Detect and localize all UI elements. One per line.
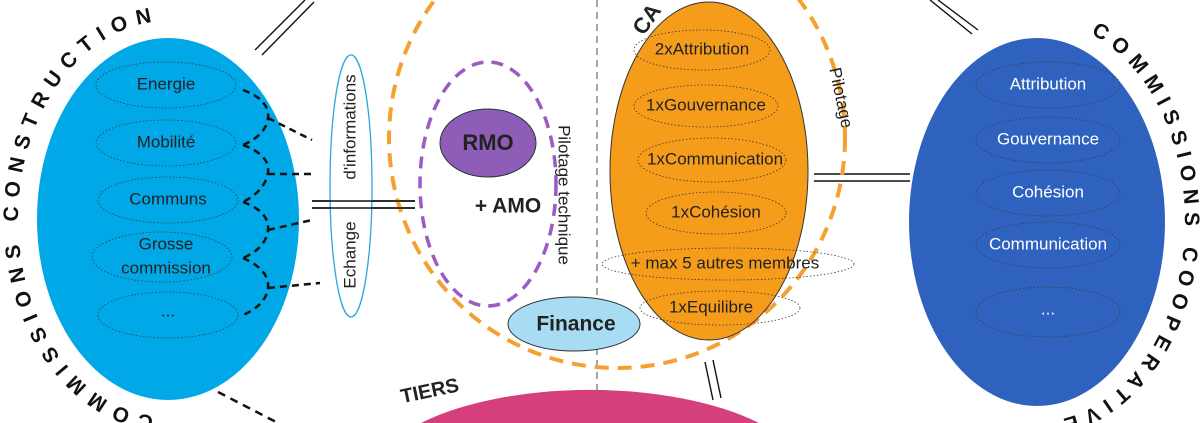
construction-item-commission[interactable]: commission [121,258,211,277]
construction-item-more[interactable]: ... [161,301,175,320]
construction-item-energie[interactable]: Energie [137,74,196,93]
cooperative-item-more[interactable]: ... [1041,299,1055,318]
finance-label: Finance [536,313,615,336]
cooperative-item-attribution[interactable]: Attribution [1010,74,1087,93]
amo-label: + AMO [475,195,541,218]
construction-brackets [242,88,321,317]
pilotage-technique-boundary [418,60,558,308]
exchange-label-informations: d'informations [340,74,359,179]
ca-item-communication[interactable]: 1xCommunication [647,149,783,168]
ca-ellipse[interactable] [609,1,809,341]
exchange-label-echange: Echange [340,221,359,288]
ca-item-gouvernance[interactable]: 1xGouvernance [646,95,766,114]
construction-item-grosse[interactable]: Grosse [139,234,194,253]
commissions-construction-ellipse[interactable] [37,38,299,400]
tiers-title: TIERS [399,374,461,408]
construction-item-communs[interactable]: Communs [129,189,206,208]
pilotage-label: Pilotage [825,66,856,130]
pilotage-boundary [387,0,847,370]
exchange-ellipse [329,54,373,318]
construction-item-mobilite[interactable]: Mobilité [137,132,196,151]
cooperative-item-gouvernance[interactable]: Gouvernance [997,129,1099,148]
cooperative-item-cohesion[interactable]: Cohésion [1012,182,1084,201]
cooperative-items: Attribution Gouvernance Cohésion Communi… [975,61,1121,338]
finance-ellipse[interactable] [507,296,641,352]
ca-item-equilibre[interactable]: 1xEquilibre [669,297,753,316]
tiers-link-dashed [217,390,279,423]
cooperative-item-communication[interactable]: Communication [989,234,1107,253]
ca-item-autres-membres[interactable]: + max 5 autres membres [631,253,820,272]
ca-item-cohesion[interactable]: 1xCohésion [671,202,761,221]
pilotage-technique-label: Pilotage technique [555,125,574,265]
commissions-cooperative-ellipse[interactable] [909,38,1165,406]
ca-items: 2xAttribution 1xGouvernance 1xCommunicat… [601,29,855,326]
tiers-ellipse[interactable] [421,389,759,423]
rmo-ellipse[interactable] [439,108,537,178]
construction-items: Energie Mobilité Communs Grosse commissi… [91,61,239,339]
rmo-label: RMO [462,130,513,155]
ca-item-attribution[interactable]: 2xAttribution [655,39,750,58]
